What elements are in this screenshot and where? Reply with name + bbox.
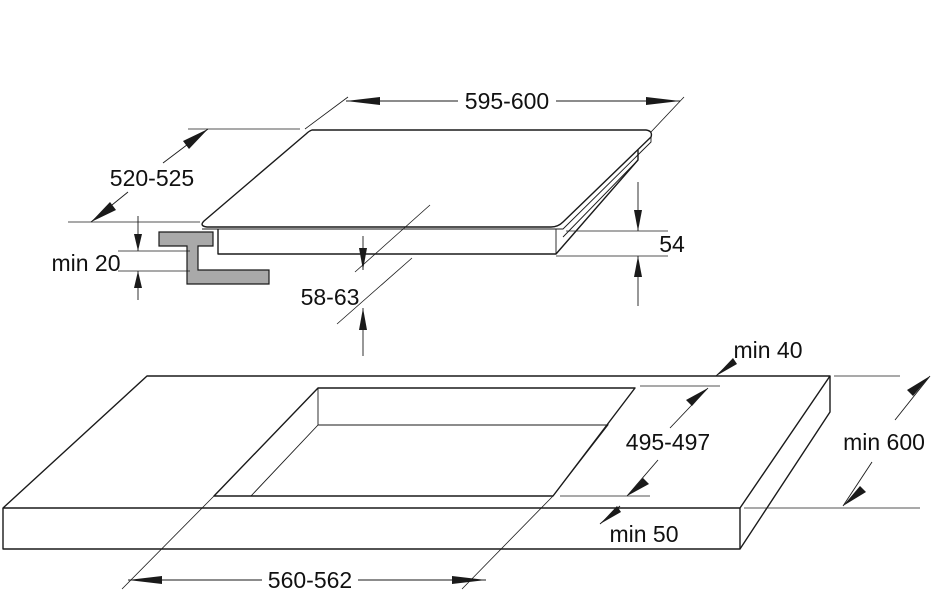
dim-back-margin: min 40	[640, 337, 900, 387]
label-back-margin: min 40	[733, 337, 802, 363]
label-cutout-depth: 495-497	[626, 429, 710, 455]
label-cutout-width: 560-562	[268, 567, 352, 593]
hob-drawing	[158, 129, 653, 285]
dim-hob-depth: 520-525	[68, 128, 300, 223]
label-hob-width: 595-600	[465, 88, 549, 114]
dim-hob-width: 595-600	[304, 88, 685, 133]
label-min-clearance: min 20	[51, 250, 120, 276]
worktop-front-face	[2, 508, 741, 550]
hob-glass-top	[201, 129, 653, 228]
dim-min-clearance: min 20	[51, 216, 190, 300]
dim-front-margin: min 50	[599, 505, 679, 547]
dim-cutout-width: 560-562	[121, 495, 554, 593]
label-hob-height: 54	[659, 231, 685, 257]
dim-worktop-depth: min 600	[744, 375, 931, 509]
label-front-margin: min 50	[609, 521, 678, 547]
dim-cutout-depth: 495-497	[560, 387, 710, 497]
worktop-drawing	[2, 375, 831, 550]
hob-body	[217, 150, 639, 255]
label-hob-depth: 520-525	[110, 165, 194, 191]
cutout-opening	[213, 387, 636, 497]
worktop-side-face	[739, 376, 831, 550]
dim-hob-height: 54	[556, 182, 685, 306]
label-worktop-depth: min 600	[843, 429, 925, 455]
label-body-depth: 58-63	[301, 284, 360, 310]
mounting-bracket	[158, 231, 270, 285]
dim-body-depth: 58-63	[301, 204, 431, 356]
